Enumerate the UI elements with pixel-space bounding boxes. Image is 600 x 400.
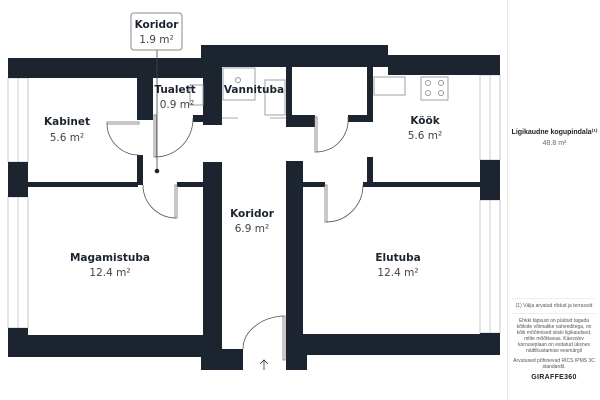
room-name: Köök [410,115,440,127]
fixtures [189,67,449,119]
koridor-callout: Koridor 1.9 m² [130,12,183,174]
stove-icon [420,76,449,101]
room-area: 6.9 m² [235,223,269,235]
walls [8,45,500,370]
total-area-label: Ligikaudne kogupindala⁽¹⁾ [511,129,598,136]
door-magamistuba[interactable] [142,184,178,219]
room-name: Koridor [230,208,275,220]
room-area: 1.9 m² [139,34,173,46]
door-entrance[interactable] [242,315,286,361]
room-area: 5.6 m² [408,130,442,142]
floor-plan: Koridor 1.9 m² Tualett 0.9 m² Vannituba … [7,12,501,370]
windows [7,74,501,334]
disclaimer: Ehkki täpsust on püütud tagada kõikide v… [516,318,592,354]
info-panel: Ligikaudne kogupindala⁽¹⁾ 48.8 m² (1) Vä… [507,0,600,400]
entrance-arrow-icon [259,359,269,370]
room-name: Kabinet [44,116,90,128]
door-vannituba[interactable] [314,116,349,153]
brand-logo: GIRAFFE360 [531,374,577,381]
room-area: 5.6 m² [50,132,84,144]
kitchen-sink-icon [373,76,406,96]
room-area: 0.9 m² [160,99,194,111]
door-elutuba[interactable] [324,184,364,223]
divider [512,298,596,299]
sink-icon [222,67,256,101]
room-area: 12.4 m² [89,267,130,279]
basin-icon [264,79,286,116]
room-name: Magamistuba [70,252,150,264]
footnote: (1) Välja arvatud rõdud ja terrassid [515,303,593,309]
toilet-icon [189,84,204,106]
room-name: Koridor [135,19,180,31]
notes: (1) Välja arvatud rõdud ja terrassid Ehk… [512,298,596,382]
door-kabinet[interactable] [106,121,140,156]
room-name: Vannituba [224,84,284,96]
door-tualett[interactable] [153,114,194,158]
divider [512,313,596,314]
total-area: Ligikaudne kogupindala⁽¹⁾ 48.8 m² [510,128,599,148]
doors[interactable] [106,114,364,361]
room-name: Elutuba [375,252,420,264]
standard-note: Arvutused põhinevad RICS IPMS 3C standar… [513,358,595,370]
total-area-value: 48.8 m² [542,140,567,147]
room-name: Tualett [154,84,195,96]
room-area: 12.4 m² [377,267,418,279]
